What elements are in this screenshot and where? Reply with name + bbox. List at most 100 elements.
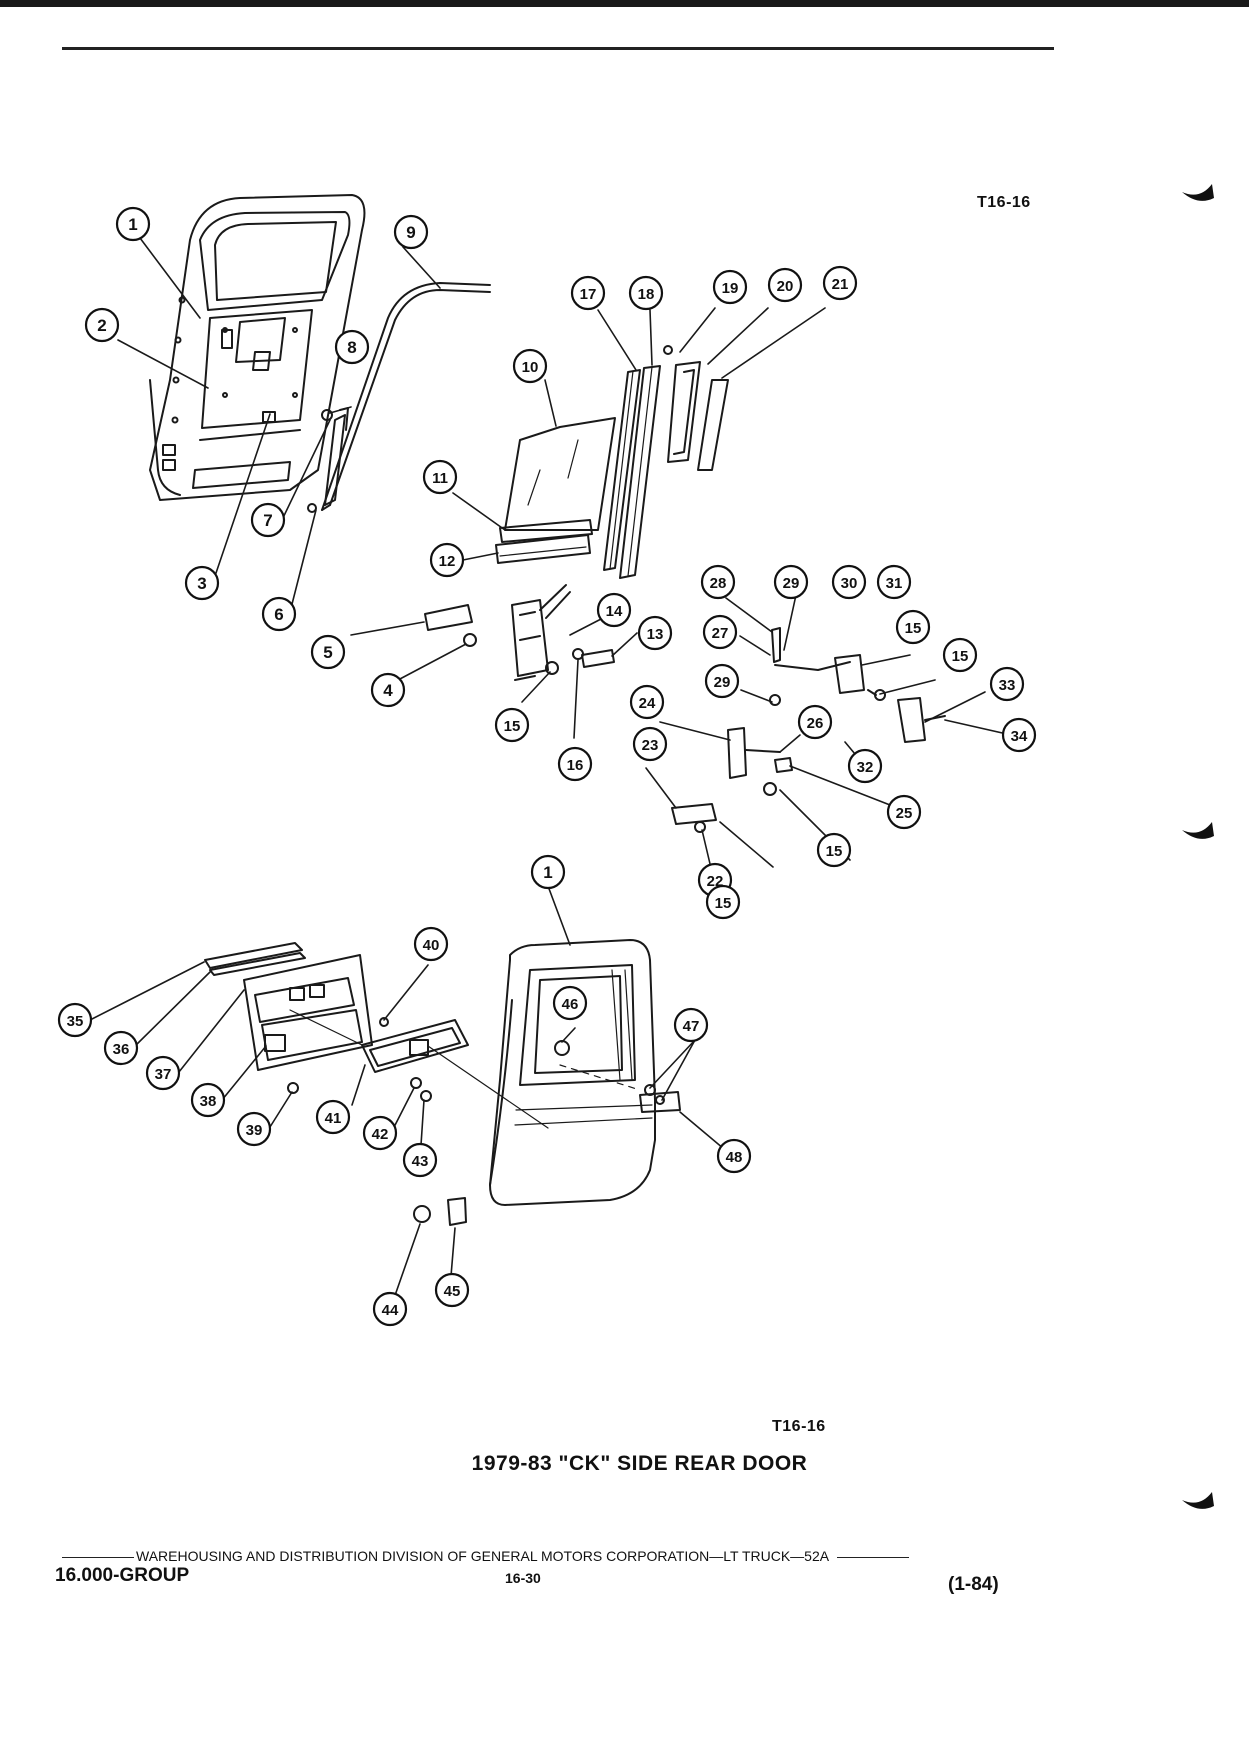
callout-7: 7 — [250, 502, 286, 538]
callout-number: 8 — [347, 338, 356, 357]
figure-ref-code-top: T16-16 — [977, 194, 1031, 211]
callout-16: 16 — [557, 746, 593, 782]
callout-circle — [372, 1291, 408, 1327]
callout-number: 11 — [432, 470, 448, 487]
callout-34: 34 — [1001, 717, 1037, 753]
callout-44: 44 — [372, 1291, 408, 1327]
callout-33: 33 — [989, 666, 1025, 702]
callout-29: 29 — [773, 564, 809, 600]
callout-circle — [402, 1142, 438, 1178]
callout-26: 26 — [797, 704, 833, 740]
callout-circle — [115, 206, 151, 242]
callout-10: 10 — [512, 348, 548, 384]
callout-number: 9 — [406, 223, 415, 242]
callout-circle — [362, 1115, 398, 1151]
callout-number: 41 — [325, 1110, 342, 1127]
callout-circle — [310, 634, 346, 670]
callout-number: 20 — [777, 278, 794, 295]
callout-circle — [831, 564, 867, 600]
callout-number: 27 — [712, 625, 729, 642]
callout-number: 12 — [439, 553, 456, 570]
callout-number: 35 — [67, 1013, 84, 1030]
callout-15: 15 — [494, 707, 530, 743]
figure-ref-code-bottom: T16-16 — [772, 1418, 826, 1435]
footer-division-text: WAREHOUSING AND DISTRIBUTION DIVISION OF… — [136, 1548, 830, 1564]
callout-6: 6 — [261, 596, 297, 632]
callout-circle — [704, 663, 740, 699]
callout-number: 23 — [642, 737, 659, 754]
door-shell-lower — [489, 939, 656, 1206]
callout-number: 47 — [683, 1018, 700, 1035]
callout-circle — [190, 1082, 226, 1118]
callout-30: 30 — [831, 564, 867, 600]
callout-circle — [84, 307, 120, 343]
callout-circle — [103, 1030, 139, 1066]
callout-number: 31 — [886, 575, 903, 592]
callout-23: 23 — [632, 726, 668, 762]
callout-number: 33 — [999, 677, 1016, 694]
footer-division-line: WAREHOUSING AND DISTRIBUTION DIVISION OF… — [62, 1548, 1012, 1564]
callout-17: 17 — [570, 275, 606, 311]
callout-number: 1 — [543, 863, 552, 882]
callout-number: 18 — [638, 286, 655, 303]
callout-25: 25 — [886, 794, 922, 830]
callout-number: 24 — [639, 695, 656, 712]
callout-number: 39 — [246, 1122, 263, 1139]
callout-number: 3 — [197, 574, 206, 593]
callout-number: 44 — [382, 1302, 399, 1319]
callout-circle — [596, 592, 632, 628]
callout-number: 42 — [372, 1126, 389, 1143]
callout-circle — [236, 1111, 272, 1147]
striker — [413, 1197, 467, 1226]
callout-circle — [700, 564, 736, 600]
callout-number: 15 — [715, 895, 732, 912]
callout-circle — [816, 832, 852, 868]
callout-circle — [512, 348, 548, 384]
callout-circle — [552, 985, 588, 1021]
binder-mark-3 — [1182, 1492, 1214, 1509]
callout-37: 37 — [145, 1055, 181, 1091]
callout-20: 20 — [767, 267, 803, 303]
callout-circle — [773, 564, 809, 600]
callout-number: 10 — [522, 359, 539, 376]
callout-circle — [570, 275, 606, 311]
callout-circle — [145, 1055, 181, 1091]
callout-19: 19 — [712, 269, 748, 305]
callout-45: 45 — [434, 1272, 470, 1308]
callout-12: 12 — [429, 542, 465, 578]
footer-date-code: (1-84) — [948, 1574, 999, 1595]
callout-circle — [184, 565, 220, 601]
binder-mark-1 — [1182, 184, 1214, 201]
callout-46: 46 — [552, 985, 588, 1021]
callout-8: 8 — [334, 329, 370, 365]
callout-number: 1 — [128, 215, 137, 234]
footer-dash-left — [62, 1556, 134, 1558]
callout-15: 15 — [705, 884, 741, 920]
callout-circle — [767, 267, 803, 303]
door-shell-upper — [149, 194, 366, 501]
callout-circle — [716, 1138, 752, 1174]
callout-number: 32 — [857, 759, 874, 776]
callout-circle — [494, 707, 530, 743]
armrest — [361, 1017, 469, 1102]
window-run-channel — [307, 282, 491, 513]
callout-number: 28 — [710, 575, 727, 592]
callout-circle — [797, 704, 833, 740]
callout-number: 15 — [952, 648, 969, 665]
callout-36: 36 — [103, 1030, 139, 1066]
callout-24: 24 — [629, 684, 665, 720]
callout-circle — [886, 794, 922, 830]
callout-number: 30 — [841, 575, 858, 592]
callout-circle — [429, 542, 465, 578]
callout-number: 2 — [97, 316, 106, 335]
window-regulator — [424, 584, 615, 681]
callout-circle — [393, 214, 429, 250]
callout-39: 39 — [236, 1111, 272, 1147]
callout-circle — [712, 269, 748, 305]
callout-15: 15 — [816, 832, 852, 868]
top-edge-bar — [0, 0, 1249, 7]
callout-number: 29 — [783, 575, 800, 592]
callout-41: 41 — [315, 1099, 351, 1135]
callout-32: 32 — [847, 748, 883, 784]
